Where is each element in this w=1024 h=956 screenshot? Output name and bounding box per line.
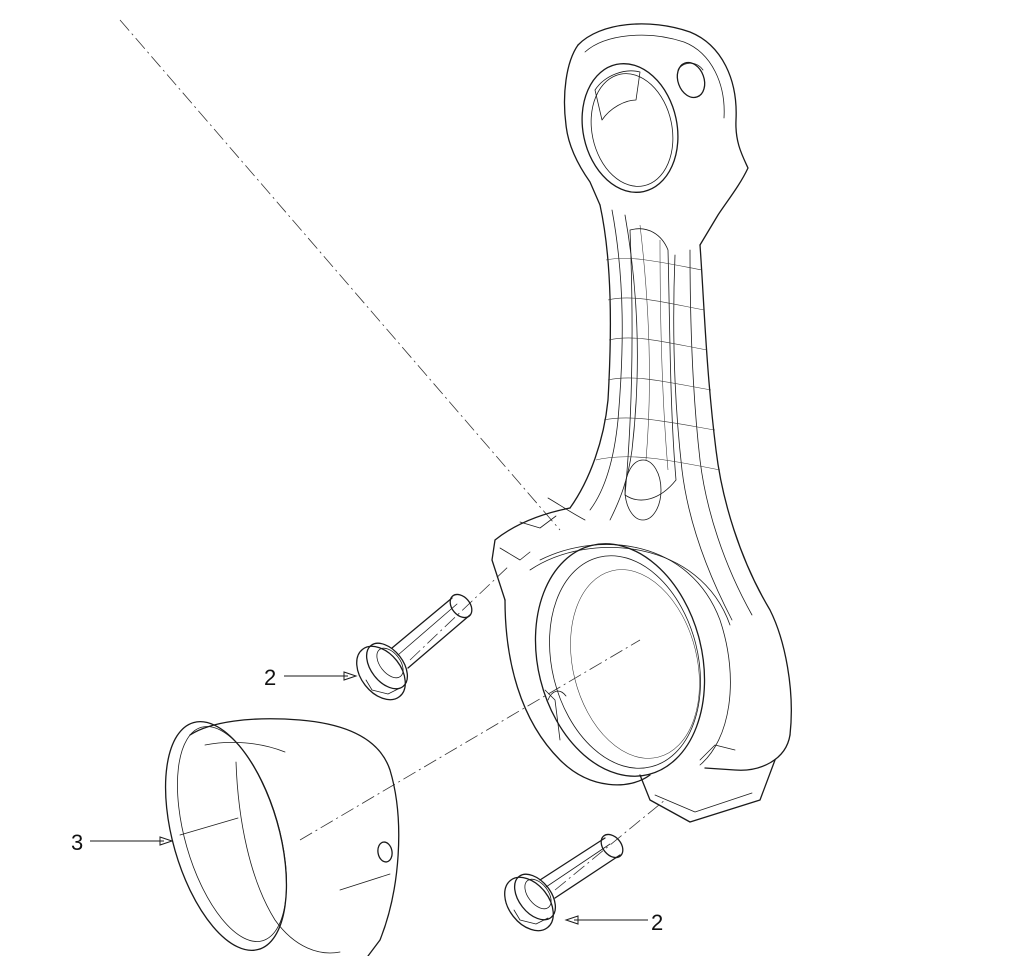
callout-label: 2 <box>651 910 663 935</box>
callout-bolt-lower: 2 <box>564 910 663 935</box>
upper-bolt <box>356 593 473 701</box>
callout-label: 3 <box>71 830 83 855</box>
connecting-rod <box>491 23 792 823</box>
callout-bearing-shell: 3 <box>71 830 174 855</box>
assembly-center-lines <box>119 19 666 891</box>
callout-label: 2 <box>264 665 276 690</box>
bearing-shell <box>164 718 400 956</box>
callout-bolt-upper: 2 <box>264 665 358 690</box>
lower-bolt <box>504 833 624 932</box>
